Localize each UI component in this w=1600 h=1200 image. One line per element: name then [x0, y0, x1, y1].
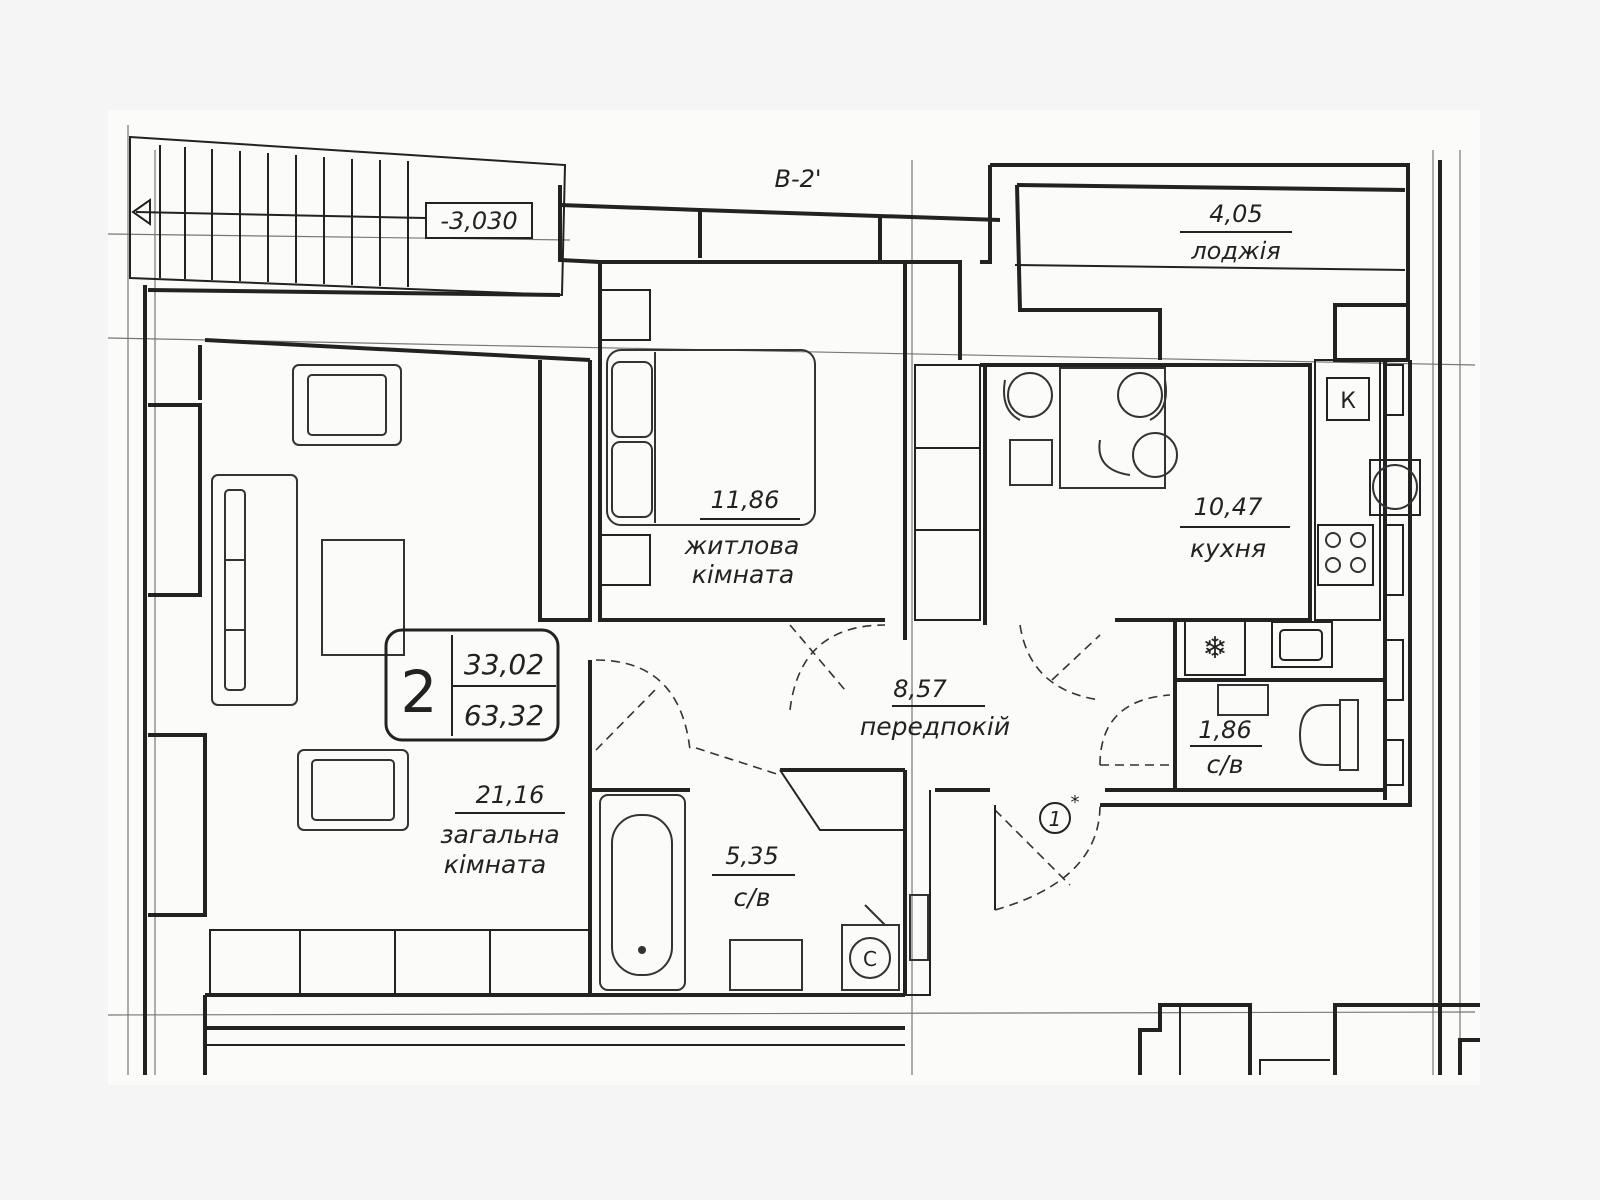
fridge [1184, 619, 1246, 676]
level-mark: -3,030 [440, 207, 517, 235]
toilet [1298, 704, 1341, 766]
hood-box [1326, 377, 1370, 421]
kitchen-sink [1271, 621, 1333, 668]
c-icon: C [863, 947, 877, 971]
bath-main-area: 5,35 [725, 842, 778, 870]
armchair-top [292, 364, 402, 446]
door-marker-star: * [1071, 792, 1080, 813]
bathroom-furniture: C [599, 684, 1404, 991]
stair-arrow-icon [131, 198, 151, 226]
neighbour-walls [1138, 1003, 1480, 1075]
drawing-sheet [108, 110, 1480, 1085]
hallway-name: передпокій [860, 712, 1010, 741]
loggia-name: лоджія [1190, 237, 1280, 265]
bathtub [599, 794, 686, 991]
dining-chairs [1003, 372, 1178, 486]
door-marker: 1 [1049, 807, 1062, 831]
armchair-bottom [297, 749, 409, 831]
total-area: 63,32 [464, 699, 544, 732]
door-marker-circle [1039, 802, 1071, 834]
stove [1317, 524, 1374, 586]
washing-machine [841, 924, 900, 991]
bedroom-wardrobe [914, 364, 981, 621]
room-count: 2 [401, 658, 438, 726]
bath-main-name: с/в [734, 883, 771, 912]
living-furniture [209, 364, 591, 996]
apartment-badge [384, 628, 560, 742]
axis-label: В-2' [775, 165, 822, 193]
sofa [211, 474, 298, 706]
dining-table [1059, 367, 1166, 489]
staircase [129, 135, 567, 297]
small-washbasin [1217, 684, 1269, 716]
kitchen-furniture: К ❄ [1003, 359, 1421, 701]
loggia-area: 4,05 [1209, 200, 1262, 228]
sink-round-icon [1372, 464, 1418, 510]
bed [606, 349, 816, 526]
bedroom-area: 11,86 [711, 486, 780, 514]
kitchen-name: кухня [1190, 534, 1266, 563]
bedroom-furniture [606, 349, 981, 621]
bedroom-name-line1: житлова [684, 531, 800, 560]
kitchen-area: 10,47 [1194, 493, 1263, 521]
bath-small-area: 1,86 [1198, 716, 1251, 744]
level-mark-box [425, 202, 533, 239]
hallway-area: 8,57 [893, 675, 947, 703]
living-name-line1: загальна [440, 820, 559, 849]
coffee-table [321, 539, 405, 656]
washbasin [729, 939, 803, 991]
bath-small-name: с/в [1207, 750, 1244, 779]
bedroom-name-line2: кімната [692, 560, 794, 589]
living-area-total: 33,02 [464, 648, 544, 681]
snowflake-icon: ❄ [1202, 631, 1227, 666]
living-name-line2: кімната [444, 850, 546, 879]
washing-machine-icon [849, 937, 891, 979]
hood-icon: К [1340, 389, 1356, 414]
living-area: 21,16 [476, 781, 545, 809]
wardrobe-living [209, 929, 591, 996]
door-swings [595, 624, 1171, 911]
kitchen-counter [1314, 359, 1381, 621]
